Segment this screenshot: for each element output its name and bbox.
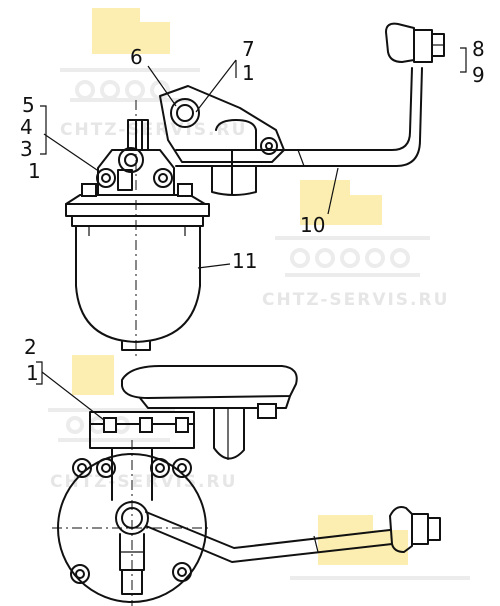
callout-6: 6: [130, 45, 143, 69]
watermark-logo-top: [60, 8, 200, 102]
callout-1-top-right: 1: [242, 61, 255, 85]
flange-bolt-right: [177, 183, 193, 236]
head-block: [89, 411, 195, 449]
top-leader-lines: [40, 47, 467, 269]
corner-nut-bl: [70, 564, 90, 584]
pipe-plan: [145, 511, 391, 549]
head-nut-left: [96, 458, 116, 478]
banjo-bolt-left: [96, 168, 133, 191]
banjo-bolt-right: [153, 168, 173, 188]
pipe-plan-end-fitting: [389, 506, 441, 553]
bracket-plan: [121, 365, 298, 399]
fuel-pipe: [175, 67, 413, 151]
callout-labels: 6 7 1 8 9 5 4 3 1 10 11 2 1: [20, 37, 485, 385]
bottom-leader-lines: [36, 361, 105, 421]
watermark-logo-lower-right: [290, 515, 470, 580]
corner-nut-br: [172, 562, 192, 582]
head-bolt-1: [103, 417, 117, 433]
callout-10: 10: [300, 213, 325, 237]
callout-3: 3: [20, 137, 33, 161]
center-banjo: [115, 501, 149, 595]
bottom-plan-assembly: [52, 365, 441, 606]
callout-7: 7: [242, 37, 255, 61]
callout-9: 9: [472, 63, 485, 87]
corner-nut-tl: [72, 458, 92, 478]
callout-8: 8: [472, 37, 485, 61]
top-filter-assembly: [65, 22, 445, 358]
watermark-logo-middle: [275, 180, 430, 277]
head-bolt-2: [139, 417, 153, 433]
watermark-text-3: CHTZ-SERVIS.RU: [50, 472, 237, 492]
callout-11: 11: [232, 249, 257, 273]
pipe-end-fitting: [385, 22, 445, 63]
head-bolt-3: [175, 417, 189, 433]
callout-5: 5: [22, 93, 35, 117]
bracket-nut: [257, 403, 277, 419]
flange-bolt-left: [81, 183, 97, 236]
corner-nut-tr: [172, 458, 192, 478]
callout-4: 4: [20, 115, 33, 139]
callout-1-top-left: 1: [28, 159, 41, 183]
filter-bowl: [75, 225, 201, 343]
flange-plate: [65, 203, 210, 217]
callout-1-bottom: 1: [26, 361, 39, 385]
callout-2: 2: [24, 335, 37, 359]
watermark-text-1: CHTZ-SERVIS.RU: [60, 120, 247, 140]
watermark-text-2: CHTZ-SERVIS.RU: [262, 290, 449, 310]
